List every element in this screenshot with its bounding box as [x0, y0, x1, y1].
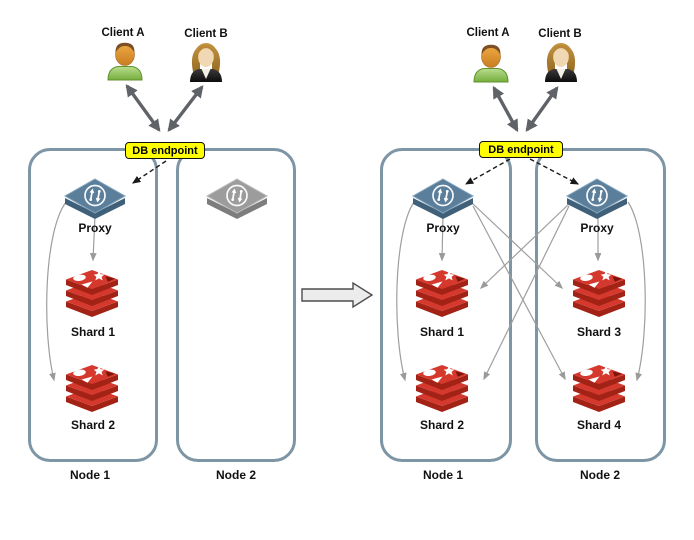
before-shard2-label: Shard 2 [70, 418, 116, 432]
before-proxy-label: Proxy [78, 221, 112, 235]
before-node1-box [28, 148, 158, 462]
before-db-endpoint: DB endpoint [125, 142, 205, 159]
after-client-b-label: Client B [538, 28, 582, 40]
after-db-endpoint: DB endpoint [479, 141, 563, 158]
after-node1-proxy-label: Proxy [426, 221, 460, 235]
after-node1-label: Node 1 [422, 468, 464, 482]
transition-arrow [301, 281, 374, 309]
after-db-endpoint-label: DB endpoint [488, 143, 554, 156]
after-shard2-label: Shard 2 [419, 418, 465, 432]
before-db-endpoint-label: DB endpoint [132, 144, 198, 157]
after-shard4-label: Shard 4 [576, 418, 622, 432]
before-client-b-icon [190, 43, 222, 82]
client-endpoint-arrows [125, 84, 559, 133]
after-node2-label: Node 2 [579, 468, 621, 482]
after-node2-proxy-label: Proxy [580, 221, 614, 235]
after-shard1-label: Shard 1 [419, 325, 465, 339]
before-node2-label: Node 2 [215, 468, 257, 482]
after-client-a-label: Client A [466, 27, 510, 39]
before-node1-label: Node 1 [69, 468, 111, 482]
after-shard3-label: Shard 3 [576, 325, 622, 339]
before-client-a-label: Client A [101, 27, 145, 39]
after-client-b-icon [545, 43, 577, 82]
before-shard1-label: Shard 1 [70, 325, 116, 339]
after-node1-box [380, 148, 512, 462]
before-node2-box [176, 148, 296, 462]
before-client-b-label: Client B [184, 28, 228, 40]
after-node2-box [535, 148, 666, 462]
before-client-a-icon [107, 42, 143, 81]
after-client-a-icon [473, 44, 509, 83]
